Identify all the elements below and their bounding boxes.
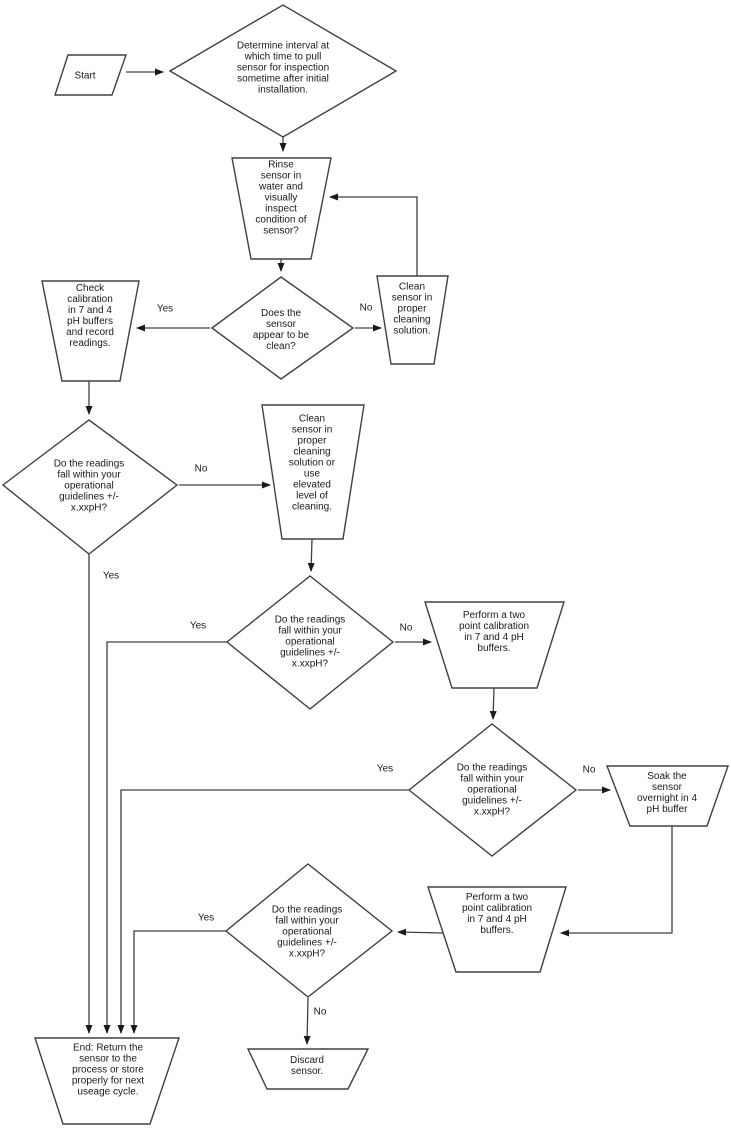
node-label-readings-1: Do the readings fall within your operati… <box>53 458 125 514</box>
shape-process-perform-calibration-2 <box>427 886 567 973</box>
node-label-rinse-inspect: Rinse sensor in water and visually inspe… <box>255 159 307 237</box>
shape-decision-readings-3 <box>407 723 578 857</box>
edge-label-readings-3-no: No <box>582 764 596 776</box>
node-label-clean-solution: Clean sensor in proper cleaning solution… <box>391 281 433 337</box>
node-label-clean-elevated: Clean sensor in proper cleaning solution… <box>288 413 336 513</box>
node-label-end: End: Return the sensor to the process or… <box>71 1042 145 1098</box>
shape-decision-readings-1 <box>1 419 179 555</box>
shape-process-discard <box>246 1048 370 1090</box>
shape-process-clean-elevated <box>261 404 365 540</box>
node-label-readings-2: Do the readings fall within your operati… <box>274 614 346 670</box>
shape-process-check-calibration <box>41 280 140 382</box>
node-label-check-calibration: Check calibration in 7 and 4 pH buffers … <box>66 283 114 349</box>
edge-label-readings-1-yes: Yes <box>102 570 120 582</box>
shape-process-rinse-inspect <box>231 157 332 260</box>
node-label-soak-overnight: Soak the sensor overnight in 4 pH buffer <box>636 771 698 815</box>
edge-perform-calibration-1-to-readings-3 <box>489 687 497 720</box>
node-label-sensor-clean: Does the sensor appear to be clean? <box>252 308 310 352</box>
edge-readings-4-yes-to-end <box>130 930 226 1034</box>
shape-process-perform-calibration-1 <box>424 601 565 689</box>
shape-decision-determine-interval <box>168 4 398 138</box>
shape-end <box>34 1037 180 1125</box>
node-label-readings-3: Do the readings fall within your operati… <box>456 762 528 818</box>
edge-label-readings-2-yes: Yes <box>189 620 207 632</box>
shape-decision-readings-4 <box>224 863 394 998</box>
shape-start <box>54 54 127 96</box>
edge-label-readings-2-no: No <box>399 622 413 634</box>
edge-clean-elevated-to-readings-2 <box>307 538 315 572</box>
node-label-discard: Discard sensor. <box>290 1055 324 1077</box>
node-label-perform-calibration-1: Perform a two point calibration in 7 and… <box>458 610 530 654</box>
edge-clean-solution-to-rinse <box>329 193 418 276</box>
edge-perform-calibration-2-to-readings-4 <box>397 928 444 936</box>
edge-label-sensor-clean-no: No <box>359 302 373 314</box>
edge-soak-to-perform-calibration-2 <box>560 826 673 937</box>
shape-process-clean-solution <box>376 275 449 365</box>
shape-decision-sensor-clean <box>210 276 355 380</box>
edge-label-sensor-clean-yes: Yes <box>156 303 174 315</box>
edge-readings-4-no-to-discard <box>303 997 311 1045</box>
node-label-start: Start <box>74 70 96 82</box>
edge-readings-2-yes-to-end <box>103 641 227 1034</box>
shape-process-soak-overnight <box>605 765 729 827</box>
edge-label-readings-4-no: No <box>313 1006 327 1018</box>
node-label-readings-4: Do the readings fall within your operati… <box>271 904 343 960</box>
shape-decision-readings-2 <box>225 575 395 710</box>
edge-label-readings-1-no: No <box>194 463 208 475</box>
edge-readings-3-yes-to-end <box>117 789 409 1034</box>
node-label-determine-interval: Determine interval at which time to pull… <box>236 40 330 96</box>
edge-label-readings-4-yes: Yes <box>197 912 215 924</box>
node-label-perform-calibration-2: Perform a two point calibration in 7 and… <box>461 892 533 936</box>
edge-label-readings-3-yes: Yes <box>376 763 394 775</box>
